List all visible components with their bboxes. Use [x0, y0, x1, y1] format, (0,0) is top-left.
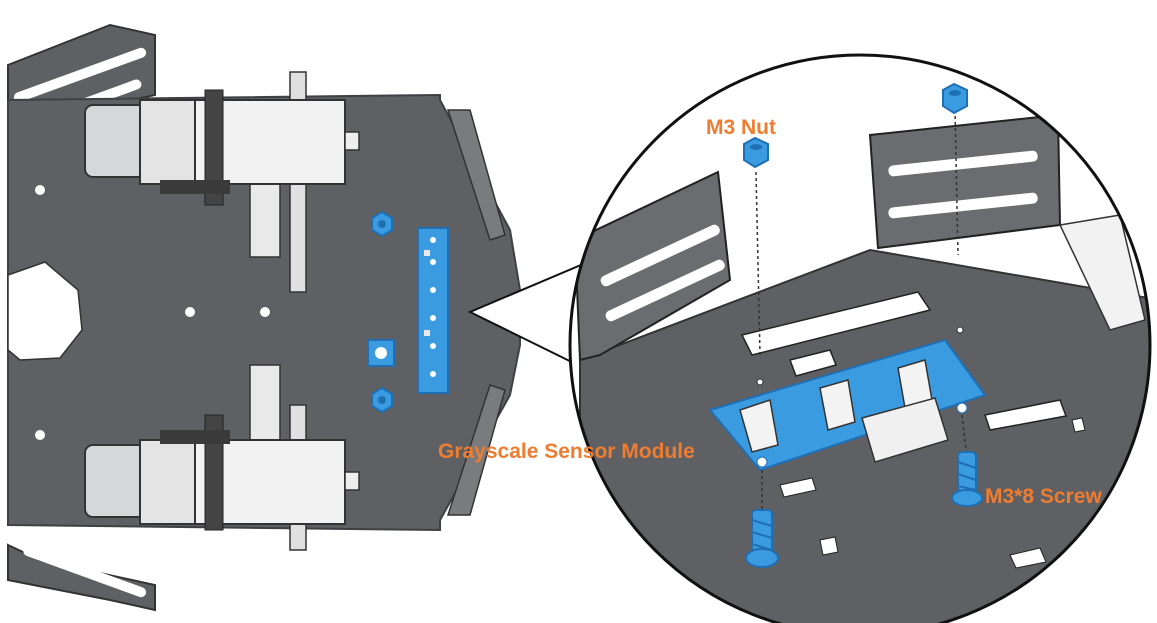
chassis-top-view — [7, 23, 521, 612]
detail-bracket-right — [868, 113, 1062, 250]
label-grayscale-sensor-module: Grayscale Sensor Module — [438, 440, 695, 463]
motor-bottom — [84, 364, 360, 551]
m3x8-screw-part — [951, 451, 983, 507]
m3x8-screw-part — [745, 509, 779, 568]
zoom-circle-border — [568, 53, 1152, 623]
label-m3-nut: M3 Nut — [706, 116, 776, 139]
grayscale-sensor-module — [708, 326, 987, 472]
m3-nut-part — [743, 136, 769, 169]
m3-nut-part — [942, 82, 968, 115]
grayscale-sensor-top-view — [417, 227, 449, 394]
motor-top — [84, 71, 360, 293]
guide-lines — [755, 109, 967, 520]
zoom-detail-view — [570, 55, 1150, 623]
label-m3x8-screw: M3*8 Screw — [985, 485, 1102, 508]
